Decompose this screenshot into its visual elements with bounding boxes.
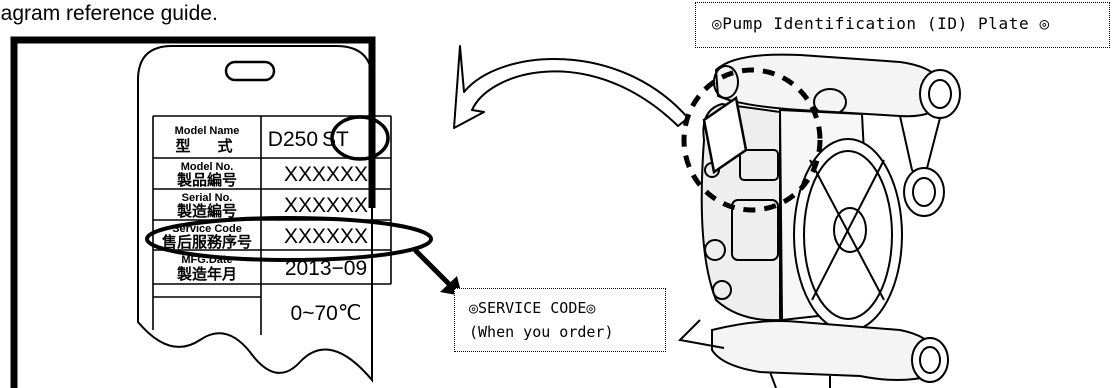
row-value-service-code: XXXXXX [284, 225, 368, 248]
row-label-cjk-serial-no: 製造編号 [176, 202, 237, 220]
row-label-en-serial-no: Serial No. [182, 192, 233, 204]
tag-grid [152, 115, 392, 335]
service-code-highlight-ellipse [145, 216, 433, 262]
service-code-callout: ◎SERVICE CODE◎ (When you order) [454, 288, 666, 352]
pump-illustration [677, 53, 961, 388]
tag-slot [224, 60, 276, 82]
service-code-callout-line2: (When you order) [469, 323, 614, 341]
row-label-en-model-no: Model No. [181, 161, 234, 173]
service-code-callout-line1: ◎SERVICE CODE◎ [469, 299, 596, 317]
intro-text: iagram reference guide. [0, 2, 218, 25]
row-value-model-no: XXXXXX [284, 163, 368, 186]
pump-plate-highlight [681, 67, 823, 213]
row-value-temp: 0~70℃ [291, 302, 362, 325]
id-plate-callout-text: ◎Pump Identification (ID) Plate ◎ [712, 14, 1050, 33]
row-label-cjk-service-code: 售后服務序号 [162, 233, 252, 251]
row-label-en-model-name: Model Name [175, 125, 240, 137]
row-label-cjk-model-no: 製品編号 [176, 171, 237, 189]
curved-arrow [453, 45, 689, 129]
row-label-cjk-model-name: 型 式 [175, 137, 238, 155]
st-highlight-circle [330, 115, 390, 161]
row-value-mfg-date: 2013−09 [285, 257, 367, 280]
row-value-model-name-prefix: D250 [268, 128, 318, 151]
row-value-serial-no: XXXXXX [284, 194, 368, 217]
id-plate-callout: ◎Pump Identification (ID) Plate ◎ [695, 2, 1110, 48]
row-label-cjk-mfg-date: 製造年月 [176, 265, 237, 283]
row-value-model-name-suffix: ST [322, 128, 349, 151]
